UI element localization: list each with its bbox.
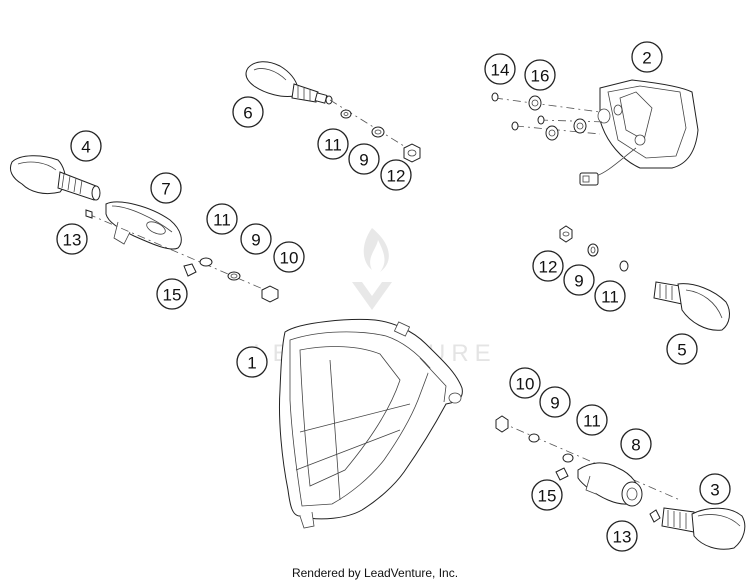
- callout-circle: [620, 428, 652, 460]
- callout-circle: [56, 223, 88, 255]
- callout-number: 7: [161, 180, 170, 199]
- headlight-fasteners: [491, 92, 606, 141]
- callout-circle: [509, 367, 541, 399]
- callout-12: 12: [380, 159, 412, 191]
- callout-circle: [631, 41, 663, 73]
- callout-11: 11: [206, 203, 238, 235]
- callout-14: 14: [484, 53, 516, 85]
- callout-circle: [539, 386, 571, 418]
- callout-9: 9: [240, 223, 272, 255]
- callout-circle: [380, 159, 412, 191]
- callout-number: 8: [631, 436, 640, 455]
- callout-10: 10: [509, 367, 541, 399]
- callout-number: 15: [538, 487, 557, 506]
- callout-circle: [348, 143, 380, 175]
- callout-number: 3: [710, 481, 719, 500]
- callout-circle: [563, 264, 595, 296]
- callout-number: 16: [531, 67, 550, 86]
- callout-number: 11: [601, 288, 619, 307]
- callout-number: 6: [243, 104, 252, 123]
- callout-circle: [699, 473, 731, 505]
- callout-circle: [70, 130, 102, 162]
- callout-number: 13: [613, 528, 632, 547]
- callout-11: 11: [576, 404, 608, 436]
- callout-circle: [606, 520, 638, 552]
- callout-11: 11: [594, 280, 626, 312]
- callout-number: 12: [539, 258, 558, 277]
- callout-number: 12: [387, 167, 406, 186]
- callout-number: 4: [81, 138, 90, 157]
- turn-signal-6: [245, 61, 421, 163]
- callout-circle: [531, 479, 563, 511]
- callout-circle: [576, 404, 608, 436]
- callout-number: 11: [324, 136, 342, 155]
- callout-number: 1: [247, 354, 256, 373]
- callout-circle: [532, 250, 564, 282]
- footer-credit: Rendered by LeadVenture, Inc.: [291, 566, 459, 580]
- callout-number: 9: [251, 231, 260, 250]
- callout-number: 10: [280, 249, 299, 268]
- callout-circle: [484, 53, 516, 85]
- callout-number: 9: [550, 394, 559, 413]
- callout-circle: [317, 128, 349, 160]
- callout-circle: [236, 346, 268, 378]
- bracket-7: [85, 201, 279, 303]
- callout-12: 12: [532, 250, 564, 282]
- callout-number: 15: [163, 286, 182, 305]
- callout-circle: [150, 172, 182, 204]
- callout-number: 2: [642, 49, 651, 68]
- callout-number: 14: [491, 61, 510, 80]
- turn-signal-3: [661, 507, 746, 550]
- callout-3: 3: [699, 473, 731, 505]
- callout-number: 11: [213, 211, 231, 230]
- turn-signal-4: [9, 155, 101, 201]
- callout-number: 9: [359, 151, 368, 170]
- callout-5: 5: [666, 333, 698, 365]
- callout-10: 10: [273, 241, 305, 273]
- callout-11: 11: [317, 128, 349, 160]
- callout-2: 2: [631, 41, 663, 73]
- callout-circle: [666, 333, 698, 365]
- callout-circle: [594, 280, 626, 312]
- callout-number: 5: [677, 341, 686, 360]
- callout-8: 8: [620, 428, 652, 460]
- callout-circle: [206, 203, 238, 235]
- turn-signal-5: [559, 225, 730, 331]
- callout-circle: [273, 241, 305, 273]
- callout-9: 9: [348, 143, 380, 175]
- callout-number: 13: [63, 231, 82, 250]
- callout-15: 15: [156, 278, 188, 310]
- bracket-8: [495, 415, 681, 523]
- callout-13: 13: [606, 520, 638, 552]
- callout-7: 7: [150, 172, 182, 204]
- callout-9: 9: [563, 264, 595, 296]
- callout-number: 9: [574, 272, 583, 291]
- callout-circle: [232, 96, 264, 128]
- headlight-mask: [278, 319, 463, 529]
- callout-1: 1: [236, 346, 268, 378]
- callout-4: 4: [70, 130, 102, 162]
- callout-circle: [156, 278, 188, 310]
- callout-circle: [524, 59, 556, 91]
- callout-number: 10: [516, 375, 535, 394]
- callout-9: 9: [539, 386, 571, 418]
- callout-6: 6: [232, 96, 264, 128]
- callout-16: 16: [524, 59, 556, 91]
- callout-15: 15: [531, 479, 563, 511]
- headlight-unit: [579, 79, 699, 186]
- callout-number: 11: [583, 412, 601, 431]
- callout-13: 13: [56, 223, 88, 255]
- callout-circle: [240, 223, 272, 255]
